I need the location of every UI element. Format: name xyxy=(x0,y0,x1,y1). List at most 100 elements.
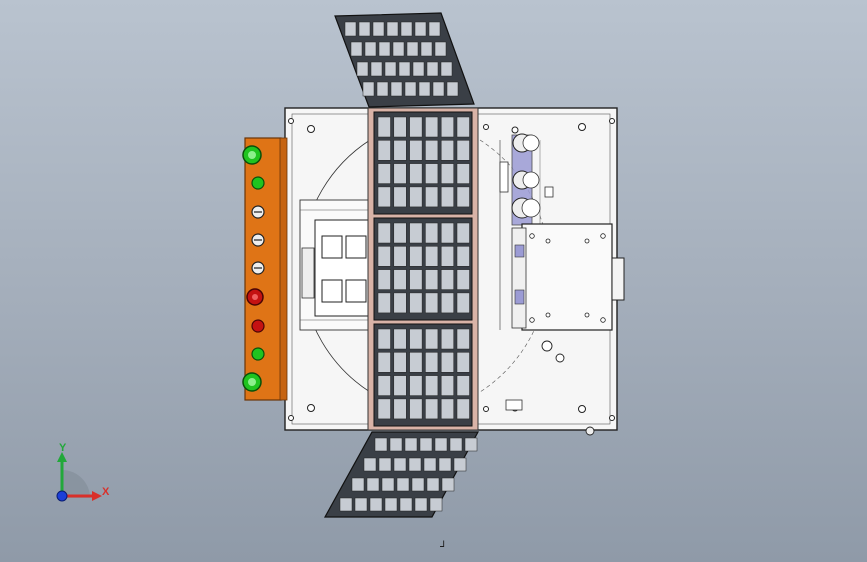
panel-cell xyxy=(393,140,407,161)
panel-cell xyxy=(393,269,407,290)
panel-cell xyxy=(396,477,410,492)
panel-cell xyxy=(411,477,425,492)
panel-cell xyxy=(344,21,357,37)
panel-cell xyxy=(378,457,392,472)
panel-cell xyxy=(409,246,423,267)
panel-cell xyxy=(350,41,363,57)
side-plate-edge xyxy=(279,137,288,401)
panel-cell xyxy=(377,116,391,138)
panel-cell xyxy=(428,21,441,37)
panel-cell xyxy=(419,437,433,452)
panel-cell xyxy=(440,269,454,290)
panel-cell xyxy=(440,140,454,161)
panel-cell xyxy=(376,81,389,97)
panel-cell xyxy=(425,163,439,184)
panel-cell xyxy=(432,81,445,97)
panel-cell xyxy=(409,398,423,420)
panel-cell xyxy=(409,352,423,373)
panel-cell xyxy=(409,140,423,161)
panel-cell xyxy=(409,292,423,314)
panel-cell xyxy=(440,398,454,420)
panel-cell xyxy=(393,222,407,244)
panel-cell xyxy=(374,437,388,452)
panel-cell xyxy=(456,292,470,314)
panel-cell xyxy=(409,222,423,244)
panel-cell xyxy=(414,497,428,512)
panel-cell xyxy=(398,61,411,77)
indicator-green-1[interactable] xyxy=(251,176,265,190)
panel-cell xyxy=(414,21,427,37)
panel-cell xyxy=(369,497,383,512)
panel-cell xyxy=(425,246,439,267)
panel-cell xyxy=(456,269,470,290)
panel-cell xyxy=(456,246,470,267)
panel-cell xyxy=(438,457,452,472)
panel-cell xyxy=(377,292,391,314)
panel-cell xyxy=(362,81,375,97)
drive-mechanism xyxy=(499,133,595,436)
panel-cell xyxy=(440,246,454,267)
panel-cell xyxy=(440,186,454,208)
panel-cell xyxy=(377,222,391,244)
panel-cell xyxy=(408,457,422,472)
panel-cell xyxy=(456,398,470,420)
panel-cell xyxy=(377,163,391,184)
panel-cell xyxy=(389,437,403,452)
panel-cell xyxy=(351,477,365,492)
origin-cursor-mark: ⅃ xyxy=(440,540,446,550)
panel-cell xyxy=(370,61,383,77)
y-axis-label: Y xyxy=(59,442,67,454)
panel-cell xyxy=(377,398,391,420)
panel-cell xyxy=(393,352,407,373)
panel-cell xyxy=(425,140,439,161)
panel-cell xyxy=(425,352,439,373)
panel-cell xyxy=(440,116,454,138)
panel-cell xyxy=(390,81,403,97)
panel-cell xyxy=(456,222,470,244)
panel-cell xyxy=(409,163,423,184)
mount-holes xyxy=(288,118,615,421)
panel-cell xyxy=(366,477,380,492)
panel-cell xyxy=(378,41,391,57)
panel-cell xyxy=(440,61,453,77)
bottom-folding-panel xyxy=(323,431,480,518)
panel-cell xyxy=(420,41,433,57)
panel-cell xyxy=(393,186,407,208)
x-axis-label: X xyxy=(102,486,110,498)
panel-cell xyxy=(456,163,470,184)
panel-cell xyxy=(440,375,454,396)
panel-cell xyxy=(377,352,391,373)
panel-cell xyxy=(456,328,470,350)
panel-cell xyxy=(393,246,407,267)
panel-cell xyxy=(425,116,439,138)
panel-cell xyxy=(377,375,391,396)
panel-cell xyxy=(384,497,398,512)
panel-cell xyxy=(381,477,395,492)
panel-cell xyxy=(434,437,448,452)
panel-cell xyxy=(440,328,454,350)
indicator-red[interactable] xyxy=(251,319,265,333)
panel-cell xyxy=(404,81,417,97)
indicator-green-2[interactable] xyxy=(251,347,265,361)
panel-cell xyxy=(393,116,407,138)
panel-cell xyxy=(356,61,369,77)
panel-cell xyxy=(363,457,377,472)
panel-cell xyxy=(400,21,413,37)
panel-cell xyxy=(446,81,459,97)
panel-cell xyxy=(456,140,470,161)
panel-cell xyxy=(425,269,439,290)
panel-cell xyxy=(418,81,431,97)
mounting-plate xyxy=(511,223,625,331)
control-buttons xyxy=(242,145,265,392)
panel-cell xyxy=(456,186,470,208)
panel-cell xyxy=(425,375,439,396)
panel-cell xyxy=(393,457,407,472)
fixture-assembly xyxy=(299,199,376,331)
panel-cell xyxy=(404,437,418,452)
panel-cell xyxy=(409,375,423,396)
panel-cell xyxy=(377,269,391,290)
panel-cell xyxy=(456,375,470,396)
panel-cell xyxy=(425,292,439,314)
